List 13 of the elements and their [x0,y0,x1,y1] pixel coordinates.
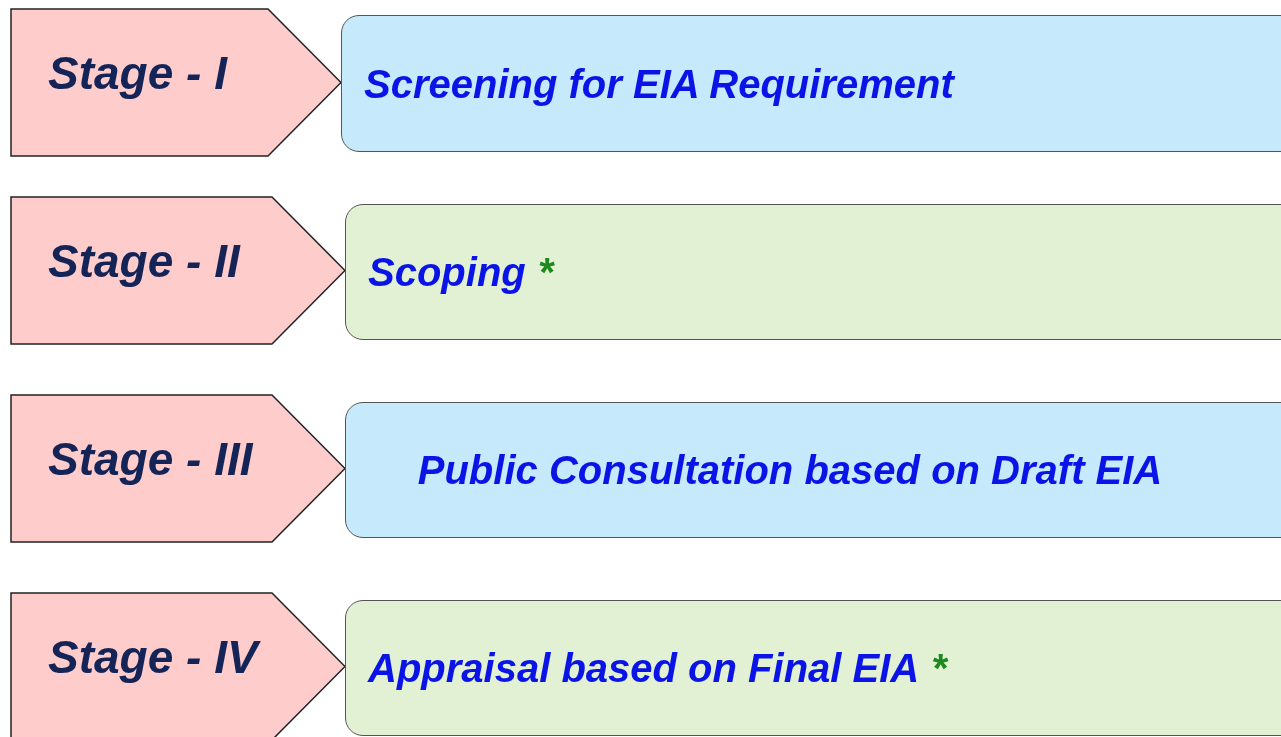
step-box [345,402,1281,538]
asterisk-mark: * [931,645,947,692]
step-box [341,15,1281,152]
step-text: Public Consultation based on Draft EIA [417,447,1163,494]
stage-label: Stage - II [48,234,240,289]
stage-label: Stage - I [48,46,227,101]
step-box [345,600,1281,736]
step-box [345,204,1281,340]
step-text: Screening for EIA Requirement [364,60,954,108]
asterisk-mark: * [537,249,554,296]
step-text: Scoping [368,249,526,296]
stage-label: Stage - III [48,432,253,487]
step-text: Appraisal based on Final EIA [368,645,920,692]
